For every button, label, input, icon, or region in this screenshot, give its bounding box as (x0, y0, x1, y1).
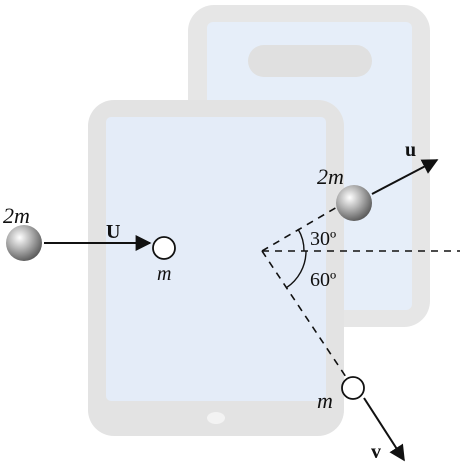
angle-30-label: 30º (310, 228, 337, 250)
scattered-heavy-mass-label: 2m (317, 164, 344, 189)
trajectory-heavy-dashed (261, 202, 345, 252)
angle-arc-30 (297, 228, 305, 252)
angle-arc-60 (285, 250, 307, 289)
velocity-v-arrow (363, 397, 405, 462)
initial-velocity-label: U (106, 221, 121, 243)
velocity-u-label: u (405, 139, 417, 161)
incoming-heavy-ball (6, 225, 42, 261)
velocity-u-arrow (371, 159, 439, 195)
scattered-heavy-ball (336, 185, 372, 221)
incoming-mass-label: 2m (3, 203, 30, 228)
tablet-front-watermark (88, 100, 344, 436)
scattered-light-mass-label: m (317, 388, 333, 413)
target-mass-label: m (157, 263, 172, 285)
scattered-light-ball (341, 376, 365, 400)
angle-60-label: 60º (310, 269, 337, 291)
target-light-ball (152, 236, 176, 260)
velocity-v-label: v (371, 441, 381, 463)
